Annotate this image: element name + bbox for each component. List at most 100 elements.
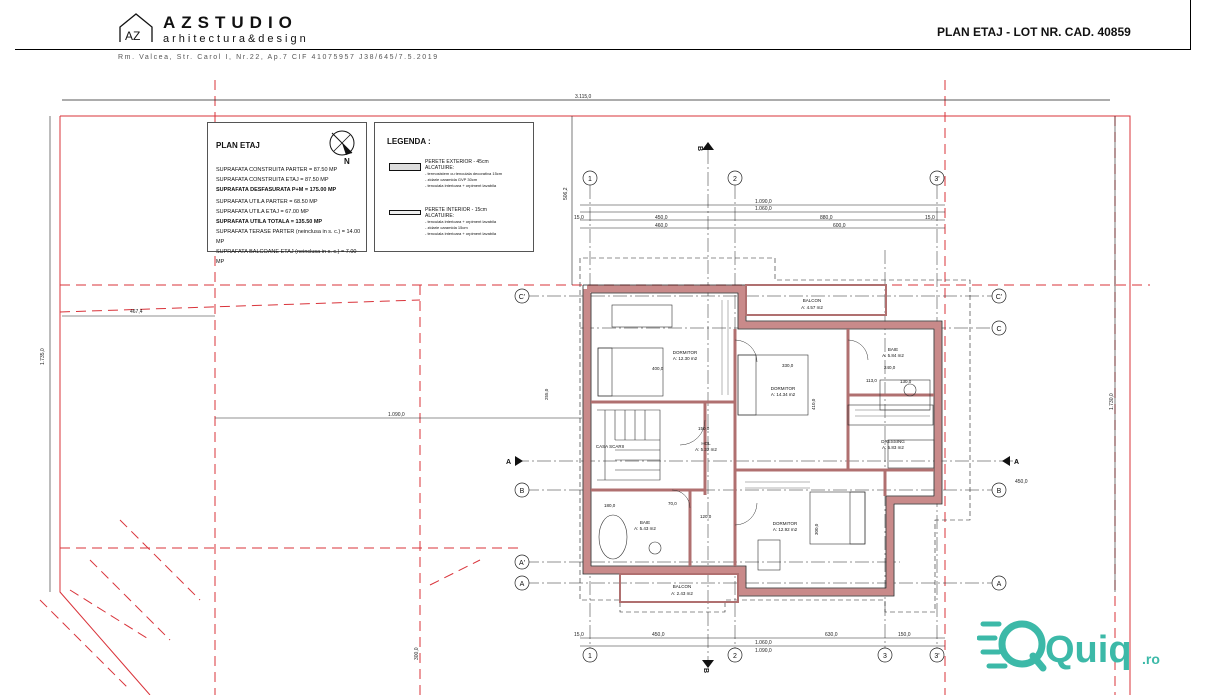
svg-text:70,0: 70,0 [668,501,677,506]
legend-ext-line: - zidarie caramida GVP 30cm [425,177,478,182]
room-balcon-1-area: A: 4.57 m2 [801,305,823,310]
legend-int-line: - tencuiala interioara + orpiment lavabi… [425,231,497,236]
svg-text:180,0: 180,0 [604,503,616,508]
dim-d9: 1.060,0 [755,640,772,646]
dim-d12: 630,0 [825,632,838,638]
svg-text:330,0: 330,0 [782,363,794,368]
dim-d4: 450,0 [655,215,668,221]
info-line: SUPRAFATA CONSTRUITA ETAJ = 87.50 MP [216,177,329,183]
dim-d7: 880,0 [820,215,833,221]
room-balcon-2-area: A: 2.43 m2 [671,591,693,596]
room-casa-scarii-name: CASA SCARII [596,444,624,449]
info-line: SUPRAFATA UTILA ETAJ = 67.00 MP [216,209,309,215]
section-marker-b-top: B [696,142,714,151]
info-line-bold: SUPRAFATA UTILA TOTALA = 135.50 MP [216,219,323,225]
site-boundary-left [59,116,151,695]
dim-d13: 150,0 [898,632,911,638]
watermark-brand: Quiq [1045,629,1132,671]
dim-d3: 15,0 [574,215,584,221]
title-block: AZ AZSTUDIO arhitectura&design PLAN ETAJ… [0,0,1206,50]
room-dormitor-1-area: A: 12.30 m2 [673,356,698,361]
info-panel: PLAN ETAJ N SUPRAFATA CONSTRUITA PARTER … [207,122,367,265]
axis-a-left: A [520,581,525,588]
svg-text:255,0: 255,0 [544,388,549,400]
info-line: SUPRAFATA BALCOANE ETAJ (neinclusa in s.… [216,249,357,265]
quiq-logo-icon: Quiq .ro [976,620,1160,672]
info-line: SUPRAFATA UTILA PARTER = 68.50 MP [216,199,318,205]
svg-text:113,0: 113,0 [866,378,877,383]
axis-2-top: 2 [733,176,737,183]
site-boundary [60,115,1131,695]
room-dressing-name: DRESSING [881,439,905,444]
section-marker-a-left: A [506,456,523,466]
axis-3p-bottom: 3' [934,653,939,660]
svg-text:150,0: 150,0 [698,426,710,431]
dim-bottom-v: 300,0 [414,647,420,660]
axis-1-bottom: 1 [588,653,592,660]
axis-2-bottom: 2 [733,653,737,660]
room-hol-area: A: 5.32 m2 [695,447,717,452]
frame-edge [1190,0,1191,50]
room-dressing-area: A: 5.83 m2 [882,445,904,450]
room-dormitor-2-name: DORMITOR [771,386,796,391]
svg-text:410,0: 410,0 [811,398,816,410]
interior-wall-swatch [389,210,421,215]
legend-panel: LEGENDA : PERETE EXTERIOR - 45cm ALCATUI… [374,122,534,252]
dim-d8: 15,0 [925,215,935,221]
legend-title: LEGENDA : [387,137,431,146]
room-baie-1-name: BAIE [888,347,898,352]
dim-overall: 3.115,0 [575,94,592,100]
room-baie-1-area: A: 5.84 m2 [882,353,904,358]
axis-ap-left: A' [519,560,525,567]
legend-ext-sub: ALCATUIRE: [425,165,455,171]
section-marker-a-right: A [1002,456,1019,466]
svg-text:240,0: 240,0 [884,365,896,370]
room-dormitor-3-area: A: 12.92 m2 [773,527,798,532]
dim-d6: 600,0 [833,223,846,229]
room-balcon-2-name: BALCON [673,584,692,589]
dim-d14: 15,0 [574,632,584,638]
dim-right2: 450,0 [1015,479,1028,485]
svg-text:B: B [696,146,703,151]
legend-ext-line: - termosistem cu tencuiala decorativa 15… [425,171,503,176]
room-dormitor-3-name: DORMITOR [773,521,798,526]
svg-text:120,0: 120,0 [700,514,712,519]
north-label: N [344,157,350,165]
dim-right1: 1.730,0 [1109,393,1115,410]
dim-left2: 1.735,0 [40,348,46,365]
svg-text:400,0: 400,0 [652,366,664,371]
az-logo-icon: AZ [119,13,153,43]
svg-text:300,0: 300,0 [814,523,819,535]
dim-d1: 1.090,0 [755,199,772,205]
north-arrow-icon: N [329,130,355,165]
axis-b-right: B [997,488,1002,495]
svg-text:A: A [1014,459,1019,466]
legend-int-line: - zidarie caramida 15cm [425,225,468,230]
dim-top-v: 506,2 [563,187,569,200]
room-dormitor-2-area: A: 14.34 m2 [771,392,796,397]
room-baie-2-name: BAIE [640,520,650,525]
quiq-watermark: Quiq .ro [976,612,1177,678]
svg-text:130,0: 130,0 [900,379,912,384]
axis-c-right: C [996,326,1001,333]
axis-a-right: A [997,581,1002,588]
dim-d5: 460,0 [655,223,668,229]
axis-b-left: B [520,488,525,495]
room-baie-2-area: A: 5.43 m2 [634,526,656,531]
dim-d11: 450,0 [652,632,665,638]
svg-text:A: A [506,459,511,466]
svg-text:B: B [702,668,709,673]
info-line-bold: SUPRAFATA DESFASURATA P+M = 175.00 MP [216,187,337,193]
room-balcon-1-name: BALCON [803,298,822,303]
watermark-suffix: .ro [1142,651,1160,667]
legend-int-sub: ALCATUIRE: [425,213,455,219]
axis-cp-right: C' [996,294,1002,301]
dim-mid: 1.090,0 [388,412,405,418]
title-divider [15,49,1191,50]
section-marker-b-bottom: B [702,660,714,673]
axis-cp-left: C' [519,294,525,301]
axis-1-top: 1 [588,176,592,183]
room-hol-name: HOL [701,441,711,446]
axis-3p-top: 3' [934,176,939,183]
